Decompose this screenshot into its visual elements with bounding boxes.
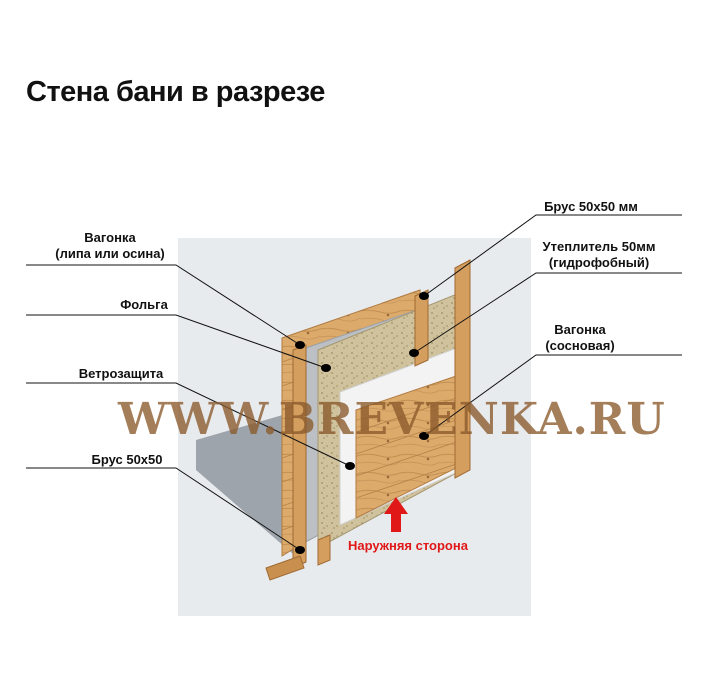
leader-lines — [26, 214, 682, 551]
label-folga: Фольга — [120, 297, 168, 312]
label-uteplitel-line2: (гидрофобный) — [548, 255, 650, 270]
page-title: Стена бани в разрезе — [26, 76, 325, 108]
vertical-beam-bottom — [317, 534, 331, 566]
label-vagonka-lipa: Вагонка (липа или осина) — [44, 230, 176, 262]
vertical-beam-left — [292, 344, 307, 569]
label-vagonka-sosna-line1: Вагонка — [554, 322, 606, 337]
label-uteplitel-line1: Утеплитель 50мм — [542, 239, 656, 254]
label-uteplitel: Утеплитель 50мм (гидрофобный) — [528, 239, 670, 271]
label-brus-left: Брус 50х50 — [91, 452, 163, 467]
label-brus-top: Брус 50х50 мм — [544, 199, 638, 214]
watermark-text: WWW.BREVENKA.RU — [118, 394, 666, 445]
bottom-sill-beam — [265, 555, 305, 581]
vertical-beam-top — [414, 289, 429, 367]
marker-dots — [295, 292, 429, 554]
label-vagonka-lipa-line1: Вагонка — [84, 230, 136, 245]
label-vetrozaschita: Ветрозащита — [78, 366, 164, 381]
label-vagonka-sosna: Вагонка (сосновая) — [532, 322, 628, 354]
outside-side-label: Наружняя сторона — [348, 538, 468, 553]
outside-arrow-icon — [384, 497, 408, 532]
label-vagonka-lipa-line2: (липа или осина) — [55, 246, 165, 261]
label-vagonka-sosna-line2: (сосновая) — [545, 338, 615, 353]
outer-lining-seams — [355, 393, 469, 499]
vertical-beam-right — [454, 259, 471, 479]
wall-shadow — [196, 410, 300, 560]
